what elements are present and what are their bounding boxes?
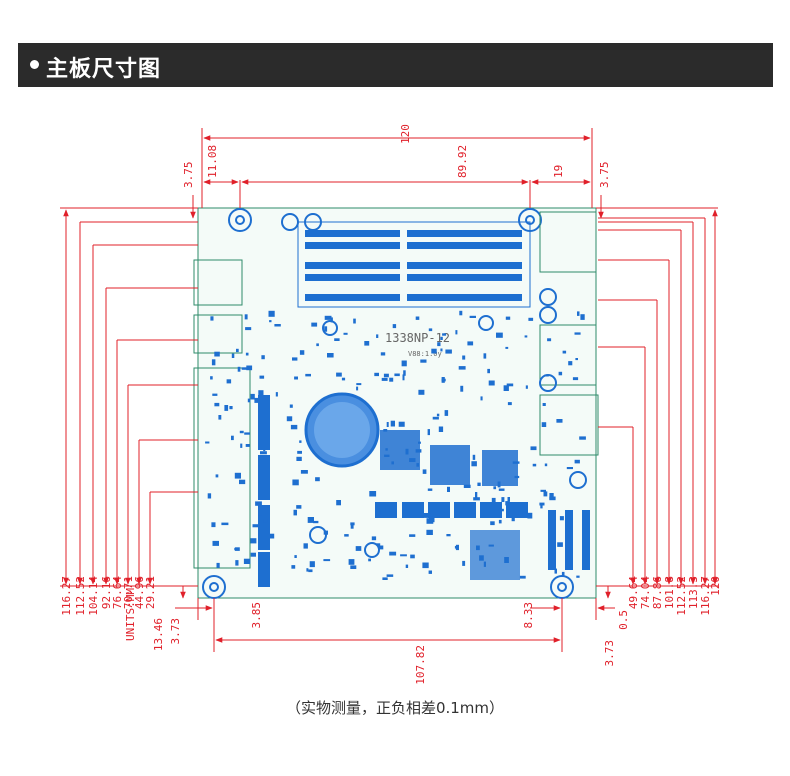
section-header: 主板尺寸图 bbox=[18, 43, 773, 87]
left-dim-value: 104.14 bbox=[87, 576, 100, 616]
right-dim-value: 49.64 bbox=[627, 576, 640, 609]
board-sublabel: V88:1.0y bbox=[408, 350, 442, 358]
dim-bottom-right-b: 0.5 bbox=[617, 610, 630, 630]
measurement-caption: （实物测量，正负相差0.1mm） bbox=[285, 699, 505, 717]
left-dim-value: 76.64 bbox=[111, 576, 124, 609]
right-dim-value: 120 bbox=[709, 576, 722, 596]
dim-top-inner: 89.92 bbox=[456, 145, 469, 178]
dim-bottom-left-c: 3.73 bbox=[169, 618, 182, 645]
board-dimension-drawing: 1338NP-12 V88:1.0y bbox=[0, 100, 790, 690]
dim-top-left-edge: 3.75 bbox=[182, 162, 195, 189]
m2-slots bbox=[548, 510, 590, 570]
dim-bottom-right-a: 8.33 bbox=[522, 602, 535, 629]
units-label: UNITS:MM bbox=[124, 588, 137, 641]
bullet-icon bbox=[30, 60, 39, 69]
dim-top-right-offset: 19 bbox=[552, 165, 565, 178]
right-dim-value: 116.27 bbox=[699, 576, 712, 616]
right-dim-value: 113.3 bbox=[687, 576, 700, 609]
dim-top-left-offset: 11.08 bbox=[206, 145, 219, 178]
left-dim-value: 29.21 bbox=[144, 576, 157, 609]
dim-bottom-right-c: 3.73 bbox=[603, 640, 616, 667]
right-dim-value: 87.86 bbox=[651, 576, 664, 609]
chipset-components bbox=[375, 430, 528, 580]
smd-components bbox=[205, 310, 586, 580]
right-dim-value: 112.52 bbox=[675, 576, 688, 616]
section-title: 主板尺寸图 bbox=[46, 57, 162, 82]
memory-area-outline bbox=[297, 221, 531, 308]
capacitors bbox=[281, 213, 587, 558]
right-dim-value: 101.8 bbox=[663, 576, 676, 609]
left-dim-value: 92.16 bbox=[100, 576, 113, 609]
dim-bottom-span: 107.82 bbox=[414, 645, 427, 685]
memory-slots bbox=[305, 230, 522, 301]
left-dim-value: 70.71 bbox=[122, 576, 135, 609]
left-dim-value: 44.96 bbox=[133, 576, 146, 609]
dim-bottom-left-a: 3.85 bbox=[250, 602, 263, 629]
dim-top-right-edge: 3.75 bbox=[598, 162, 611, 189]
right-dim-value: 74.04 bbox=[639, 576, 652, 609]
right-io-connectors bbox=[539, 211, 599, 456]
dimension-lines bbox=[60, 128, 718, 652]
left-dim-value: 116.27 bbox=[60, 576, 73, 616]
dim-top-total: 120 bbox=[399, 124, 412, 144]
left-io-pins bbox=[258, 395, 270, 587]
dim-bottom-left-b: 13.46 bbox=[152, 618, 165, 651]
board-label: 1338NP-12 bbox=[385, 331, 450, 345]
dimension-labels: 120 89.92 11.08 19 3.75 3.75 107.82 3.85… bbox=[124, 124, 630, 685]
left-dim-value: 112.52 bbox=[74, 576, 87, 616]
